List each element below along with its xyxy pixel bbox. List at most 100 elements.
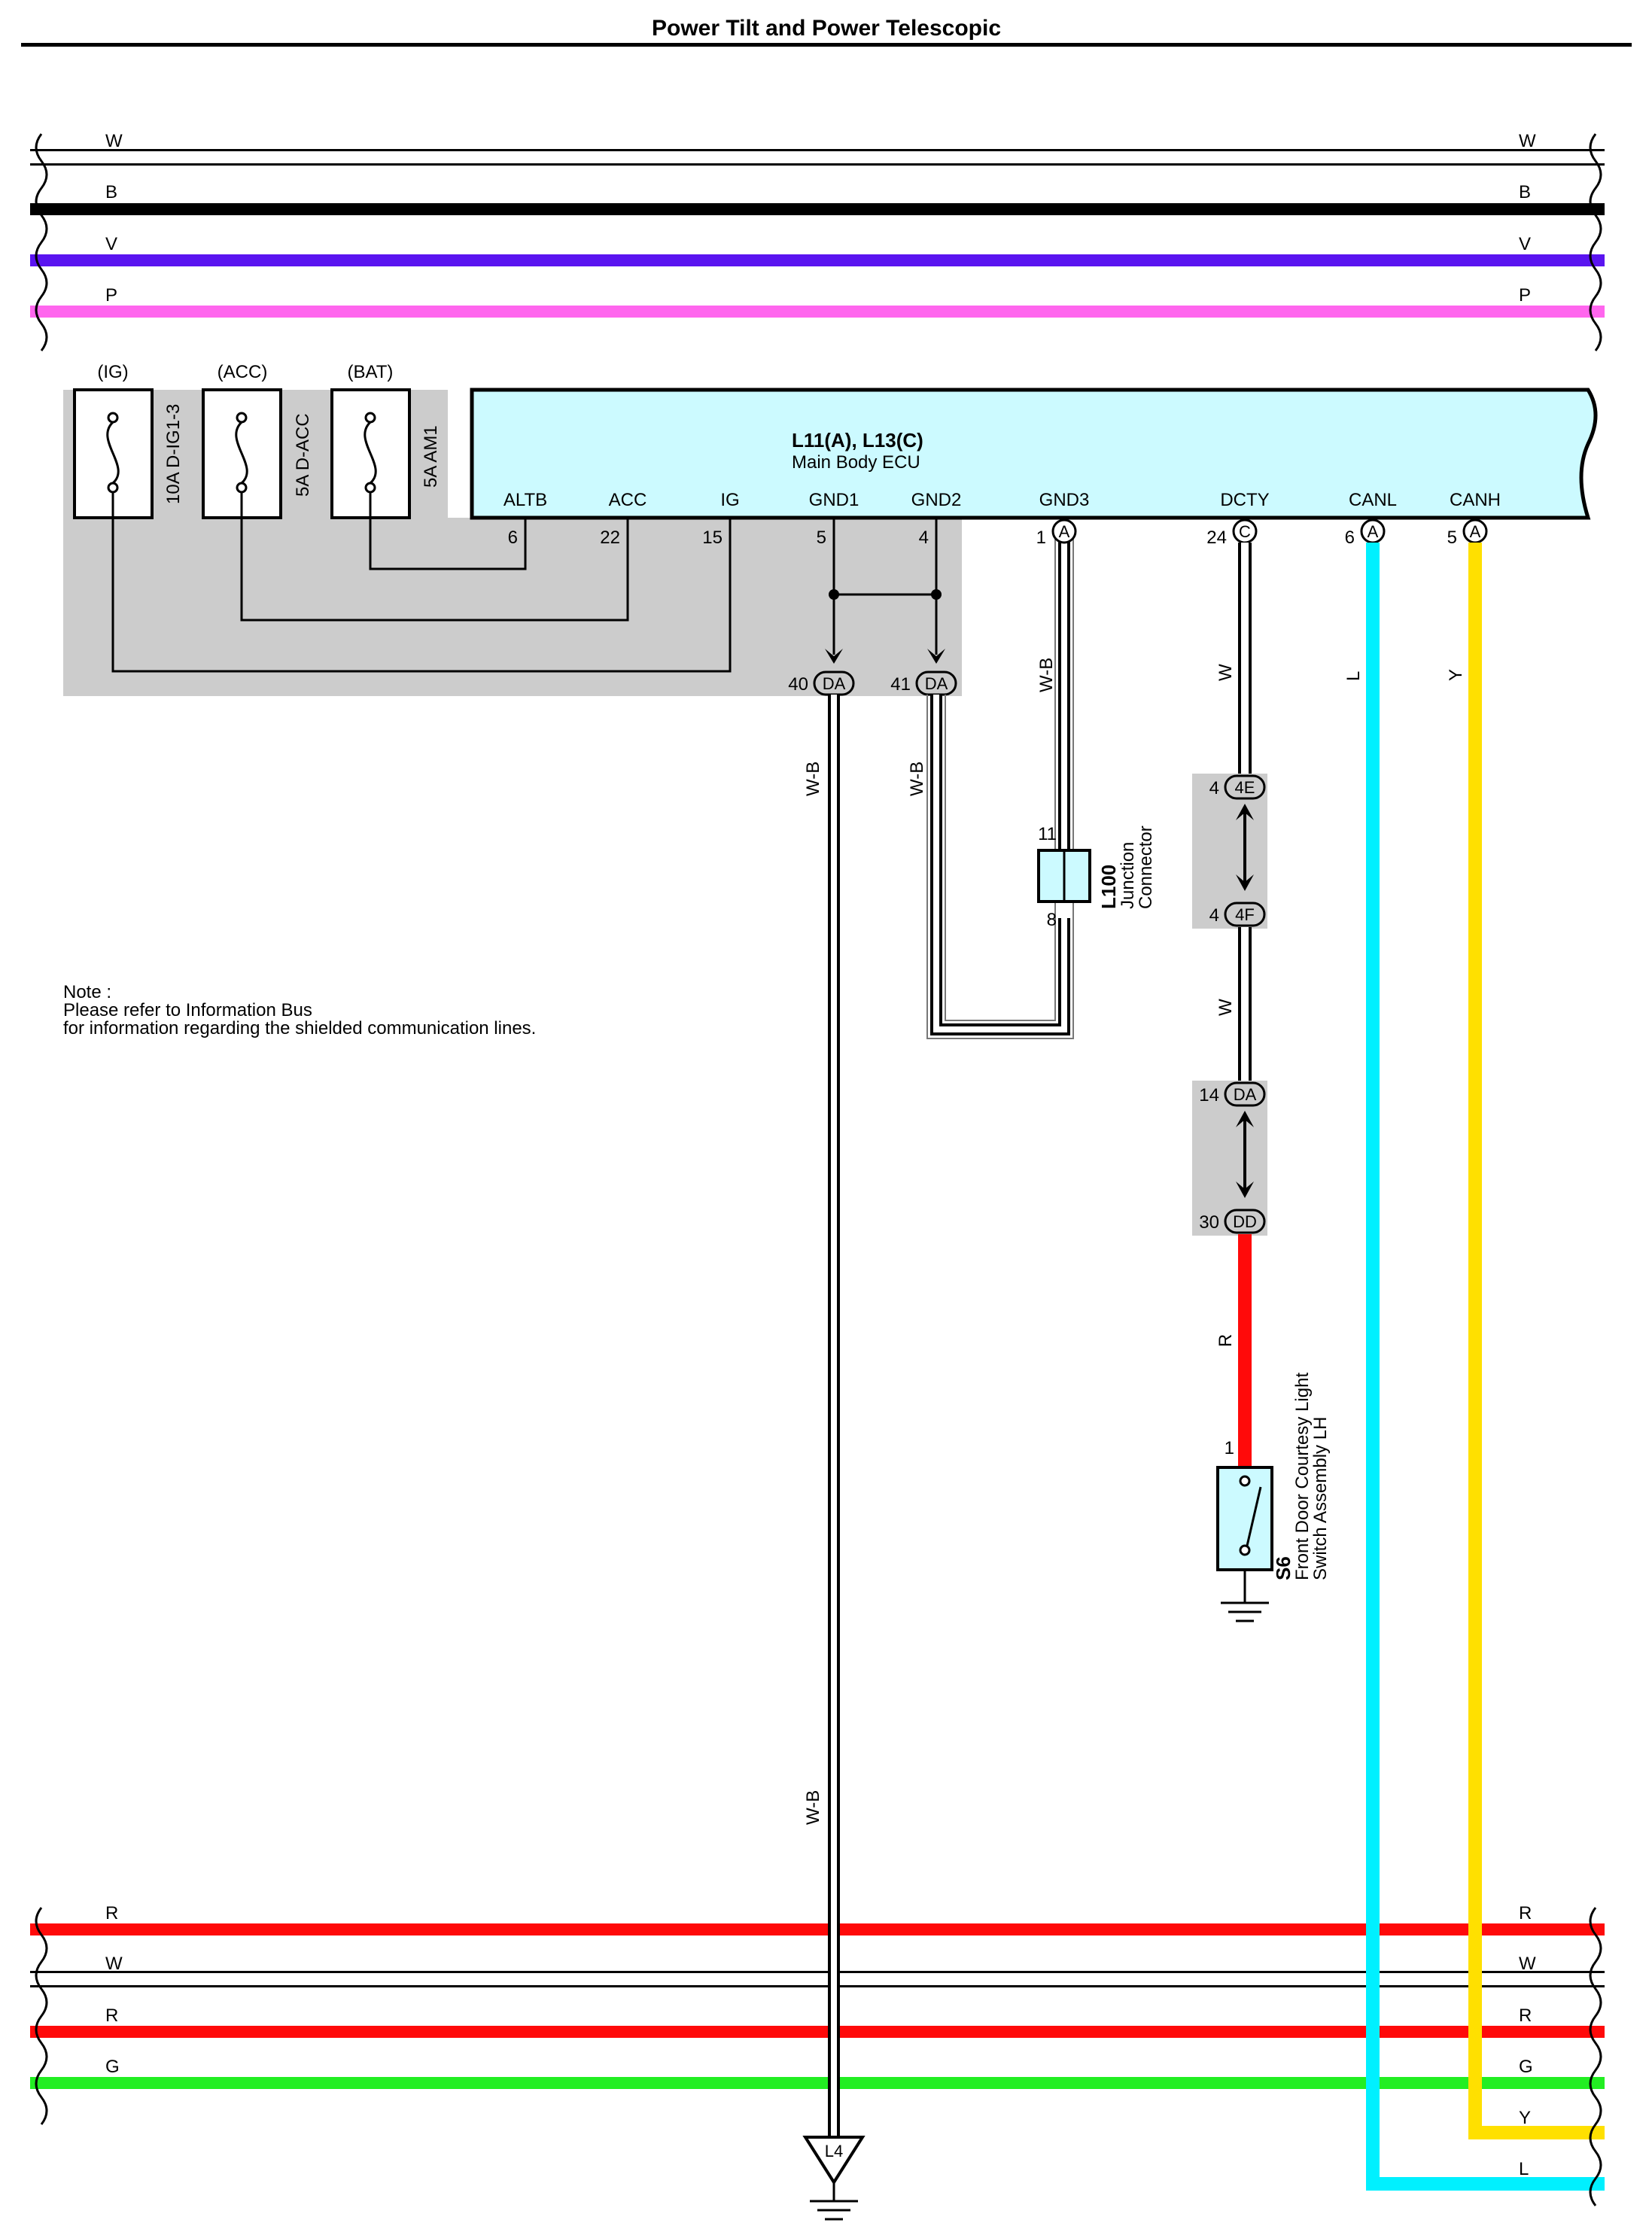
svg-text:Connector: Connector bbox=[1136, 826, 1156, 909]
svg-text:P: P bbox=[105, 285, 117, 306]
junction-connector-l100: 11 8 L100 Junction Connector bbox=[1037, 824, 1156, 930]
bus-w-bottom: W W bbox=[30, 1954, 1605, 1987]
svg-text:41: 41 bbox=[890, 674, 911, 695]
svg-text:6: 6 bbox=[1345, 528, 1355, 548]
svg-text:P: P bbox=[1519, 285, 1531, 306]
svg-text:8: 8 bbox=[1047, 910, 1057, 930]
ecu-circle-connectors: A C A A bbox=[1051, 518, 1488, 544]
svg-text:22: 22 bbox=[600, 528, 620, 548]
svg-text:DA: DA bbox=[1234, 1085, 1257, 1104]
svg-text:L: L bbox=[1519, 2159, 1529, 2179]
svg-text:G: G bbox=[1519, 2057, 1533, 2077]
svg-text:24: 24 bbox=[1206, 528, 1227, 548]
svg-text:11: 11 bbox=[1038, 824, 1057, 844]
svg-text:1: 1 bbox=[1036, 528, 1046, 548]
svg-text:W: W bbox=[105, 131, 123, 151]
svg-text:4: 4 bbox=[919, 528, 929, 548]
svg-text:R: R bbox=[1519, 1903, 1532, 1923]
ecu-id: L11(A), L13(C) bbox=[792, 429, 923, 452]
svg-text:W: W bbox=[1215, 664, 1236, 681]
term-acc: ACC bbox=[609, 490, 647, 510]
bus-g-bottom: G G bbox=[30, 2057, 1605, 2089]
break-mark-left-top bbox=[35, 133, 48, 351]
svg-text:(BAT): (BAT) bbox=[348, 362, 394, 382]
wire-gnd1-wb: W-B W-B bbox=[803, 695, 840, 2124]
svg-text:W: W bbox=[1215, 999, 1236, 1016]
svg-text:B: B bbox=[1519, 182, 1531, 202]
term-canh: CANH bbox=[1450, 490, 1501, 510]
svg-text:Y: Y bbox=[1519, 2108, 1531, 2128]
svg-text:A: A bbox=[1059, 522, 1070, 541]
svg-text:R: R bbox=[1519, 2005, 1532, 2026]
svg-text:4: 4 bbox=[1209, 905, 1219, 926]
break-mark-right-top bbox=[1589, 133, 1602, 351]
svg-text:C: C bbox=[1239, 522, 1251, 541]
bus-w-top: W W bbox=[30, 131, 1605, 166]
note: Note : Please refer to Information Bus f… bbox=[63, 982, 536, 1038]
svg-text:W-B: W-B bbox=[803, 762, 823, 796]
ecu-name: Main Body ECU bbox=[792, 452, 920, 473]
svg-text:Junction: Junction bbox=[1118, 842, 1138, 909]
svg-text:R: R bbox=[105, 2005, 118, 2026]
svg-text:R: R bbox=[1215, 1334, 1236, 1347]
fuse-feed-wires bbox=[111, 492, 732, 673]
term-ig: IG bbox=[720, 490, 739, 510]
bottom-bus-group: R R W W R R G G Y L bbox=[30, 1903, 1605, 2179]
connector-da40: DA 40 bbox=[788, 670, 855, 696]
term-altb: ALTB bbox=[504, 490, 547, 510]
fuse-acc: (ACC) 5A D-ACC bbox=[202, 362, 313, 519]
gnd-internal bbox=[832, 518, 938, 655]
connector-da41: DA 41 bbox=[890, 670, 957, 696]
svg-text:Note :: Note : bbox=[63, 982, 111, 1002]
term-gnd1: GND1 bbox=[809, 490, 859, 510]
bus-b-top: B B bbox=[30, 182, 1605, 215]
svg-text:DA: DA bbox=[925, 674, 948, 693]
term-gnd3: GND3 bbox=[1039, 490, 1090, 510]
svg-text:5A D-ACC: 5A D-ACC bbox=[293, 413, 313, 497]
switch-s6: 1 S6 Front Door Courtesy Light Switch As… bbox=[1216, 1373, 1331, 1622]
break-mark-left-bottom bbox=[35, 1907, 48, 2125]
ground-l4: L4 bbox=[802, 2136, 866, 2221]
wire-canl: L bbox=[1343, 543, 1605, 2191]
svg-text:B: B bbox=[105, 182, 117, 202]
svg-text:W-B: W-B bbox=[907, 762, 927, 796]
svg-text:W: W bbox=[1519, 131, 1536, 151]
svg-text:10A D-IG1-3: 10A D-IG1-3 bbox=[163, 404, 184, 504]
svg-text:A: A bbox=[1368, 522, 1379, 541]
wire-canh: Y bbox=[1446, 543, 1605, 2139]
page-title: Power Tilt and Power Telescopic bbox=[652, 16, 1001, 41]
svg-text:L4: L4 bbox=[825, 2142, 843, 2160]
svg-text:G: G bbox=[105, 2057, 120, 2077]
title-rule bbox=[21, 43, 1632, 47]
bus-v-top: V V bbox=[30, 234, 1605, 266]
top-bus-group: W W B B V V P P bbox=[30, 131, 1605, 351]
svg-text:4E: 4E bbox=[1235, 778, 1255, 797]
ecu-pins: 6 22 15 5 4 1 24 6 5 bbox=[508, 528, 1457, 548]
svg-text:4F: 4F bbox=[1235, 905, 1255, 924]
main-body-ecu: L11(A), L13(C) Main Body ECU ALTB ACC IG… bbox=[470, 388, 1598, 520]
arrow-da40 bbox=[825, 649, 843, 664]
svg-text:30: 30 bbox=[1199, 1212, 1219, 1233]
fuse-ig: (IG) 10A D-IG1-3 bbox=[73, 362, 184, 519]
svg-text:5A AM1: 5A AM1 bbox=[421, 425, 441, 488]
bus-r1-bottom: R R bbox=[30, 1903, 1605, 1935]
svg-text:Switch Assembly LH: Switch Assembly LH bbox=[1310, 1417, 1331, 1580]
wire-dcty: W 4E 4 4F 4 W DA 14 DD 30 R bbox=[1192, 543, 1267, 1467]
svg-text:14: 14 bbox=[1199, 1085, 1219, 1105]
svg-text:(IG): (IG) bbox=[97, 362, 128, 382]
term-dcty: DCTY bbox=[1220, 490, 1269, 510]
svg-text:4: 4 bbox=[1209, 778, 1219, 798]
svg-text:A: A bbox=[1470, 522, 1481, 541]
svg-text:(ACC): (ACC) bbox=[218, 362, 268, 382]
wire-gnd3-wb: W-B bbox=[1036, 536, 1070, 849]
splice-gnd2 bbox=[931, 589, 942, 600]
svg-text:for information regarding the: for information regarding the shielded c… bbox=[63, 1018, 536, 1038]
svg-text:V: V bbox=[105, 234, 117, 254]
svg-text:DA: DA bbox=[823, 674, 846, 693]
svg-text:S6: S6 bbox=[1272, 1556, 1295, 1580]
shield-outline-inner bbox=[945, 536, 1056, 1021]
svg-text:W-B: W-B bbox=[803, 1790, 823, 1825]
svg-text:5: 5 bbox=[1447, 528, 1457, 548]
arrow-da41 bbox=[927, 649, 945, 664]
